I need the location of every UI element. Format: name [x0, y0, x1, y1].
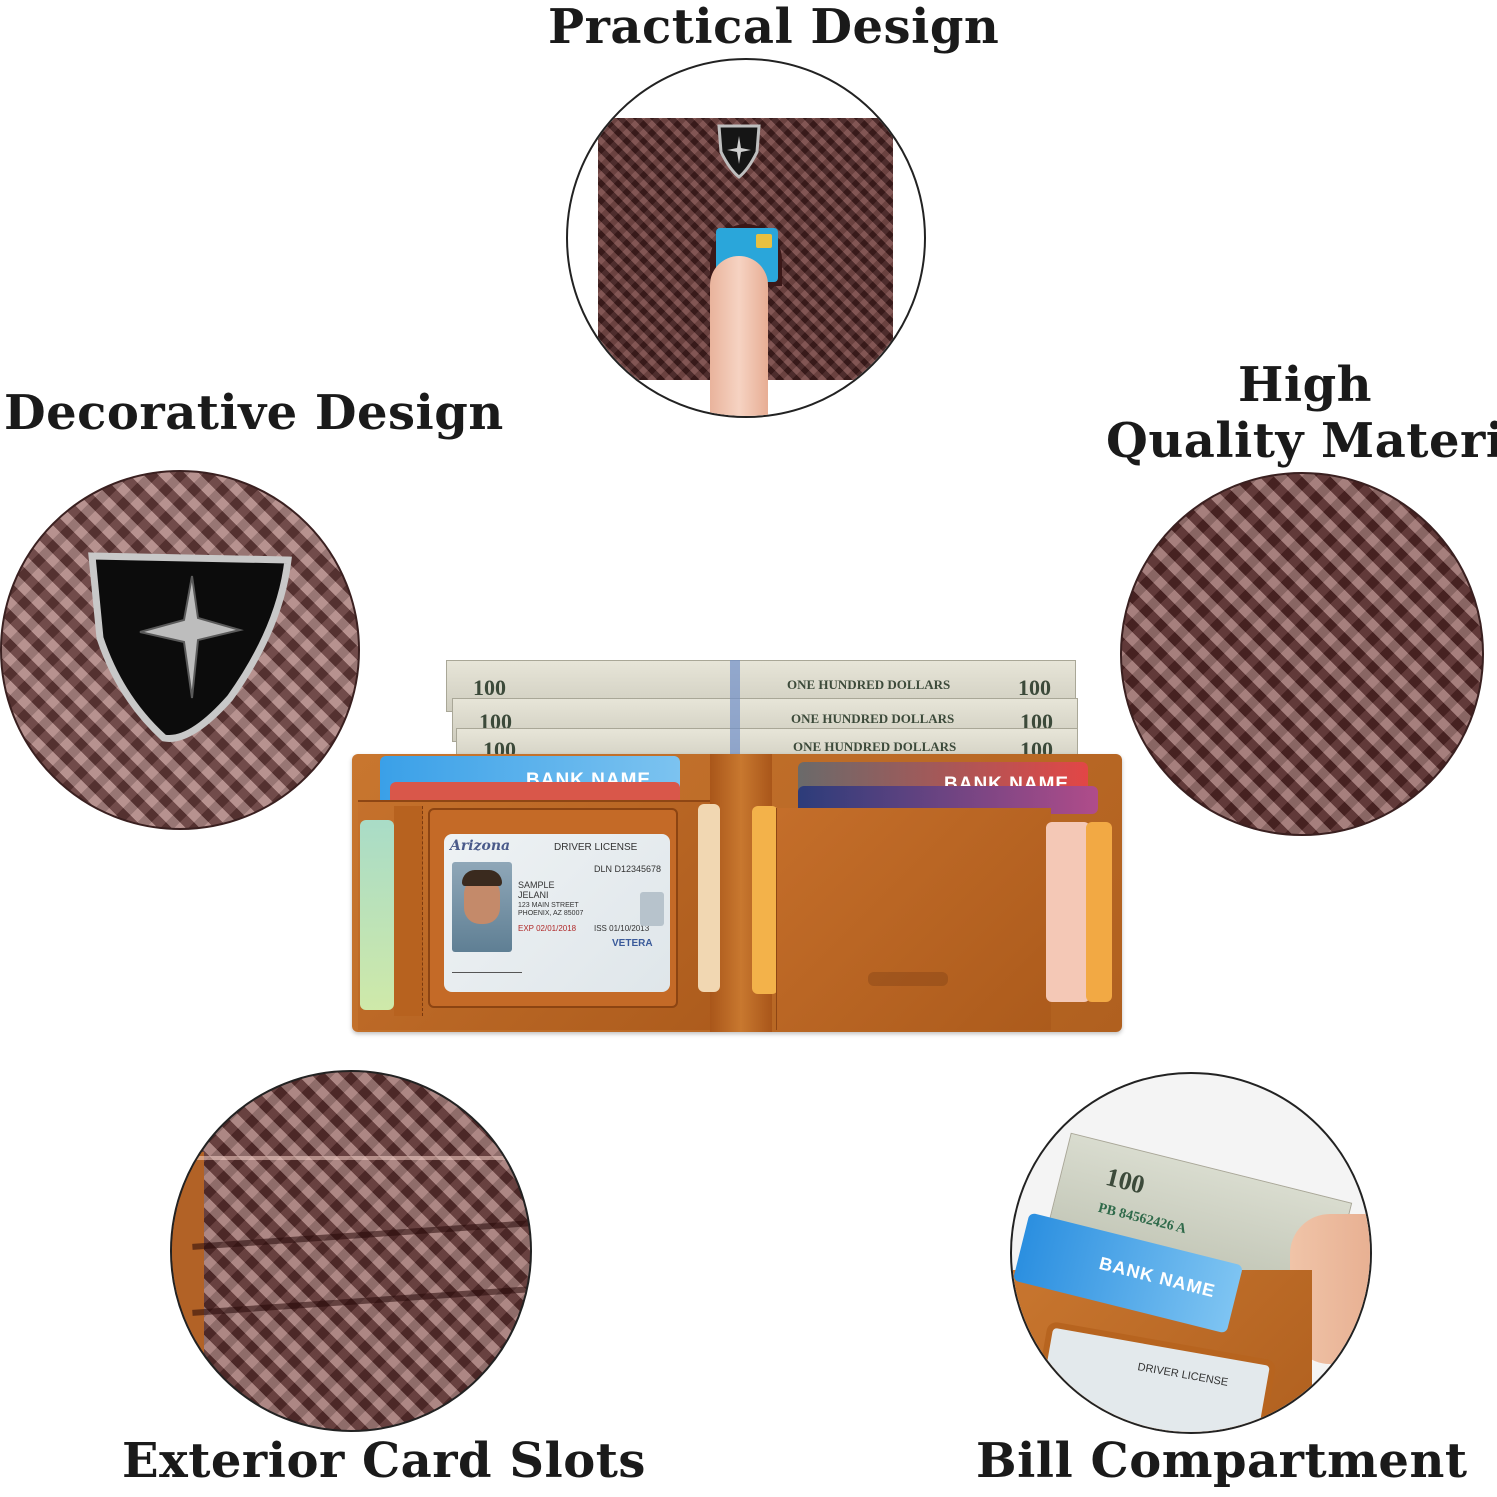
bill-compartment-circle: 100 PB 84562426 A BANK NAME DRIVER LICEN…: [1010, 1072, 1372, 1434]
card-green-slim: [360, 820, 394, 1010]
id-type: DRIVER LICENSE: [1136, 1361, 1230, 1389]
title-high-line2: Quality Material: [1106, 413, 1497, 469]
card-yellow-right: [1086, 822, 1112, 1002]
title-high-line1: High: [1238, 357, 1373, 413]
id-state: Arizona: [450, 838, 511, 854]
bill-text: ONE HUNDRED DOLLARS: [787, 677, 951, 692]
bill-denomination: 100: [1018, 675, 1051, 700]
shield-emblem-icon: [88, 552, 292, 742]
leather-edge: [172, 1152, 204, 1412]
left-slot-divider: [394, 806, 423, 1016]
id-type: DRIVER LICENSE: [554, 842, 638, 853]
id-address1: 123 MAIN STREET: [518, 902, 579, 909]
decorative-design-circle: [0, 470, 360, 830]
bill-denomination: 100: [1102, 1162, 1148, 1200]
id-card: Arizona DRIVER LICENSE SAMPLE JELANI 123…: [444, 834, 670, 992]
id-signature: [452, 958, 522, 973]
title-bill-compartment: Bill Compartment: [976, 1433, 1468, 1489]
id-name2: JELANI: [518, 890, 549, 900]
title-exterior-card-slots: Exterior Card Slots: [122, 1433, 646, 1489]
slot-seam-2: [192, 1286, 530, 1316]
id-photo-hair: [462, 870, 502, 886]
bill-security-strip: [730, 660, 740, 760]
wallet-main: 100 ONE HUNDRED DOLLARS 100 100 ONE HUND…: [352, 658, 1122, 1034]
slot-seam-1: [192, 1220, 530, 1250]
finger: [710, 256, 768, 416]
id-name1: SAMPLE: [518, 880, 555, 890]
bill-denomination: 100: [473, 675, 506, 700]
high-quality-material-circle: [1120, 472, 1484, 836]
card-cream-peek: [698, 804, 720, 992]
id-iss: ISS 01/10/2013: [594, 924, 650, 933]
bill-text: ONE HUNDRED DOLLARS: [793, 739, 957, 754]
card-bank-name: BANK NAME: [1097, 1253, 1218, 1302]
bill-text: ONE HUNDRED DOLLARS: [791, 711, 955, 726]
shield-emblem-icon: [717, 124, 761, 179]
card-yellow-left: [752, 806, 778, 994]
id-exp: EXP 02/01/2018: [518, 924, 577, 933]
card-chip: [756, 234, 772, 248]
id-ghost-photo: [640, 892, 664, 926]
practical-design-circle: [566, 58, 926, 418]
title-practical-design: Practical Design: [548, 0, 1000, 55]
exterior-card-slots-circle: [170, 1070, 532, 1432]
id-veteran: VETERA: [612, 938, 653, 949]
card-pink-right: [1046, 822, 1090, 1002]
slot-top-edge: [192, 1156, 522, 1160]
id-address2: PHOENIX, AZ 85007: [518, 910, 584, 917]
id-photo: [452, 862, 512, 952]
id-dl: DLN D12345678: [594, 864, 662, 874]
title-decorative-design: Decorative Design: [4, 385, 504, 441]
brand-emboss: [868, 972, 948, 986]
right-pocket: [776, 808, 1051, 1030]
